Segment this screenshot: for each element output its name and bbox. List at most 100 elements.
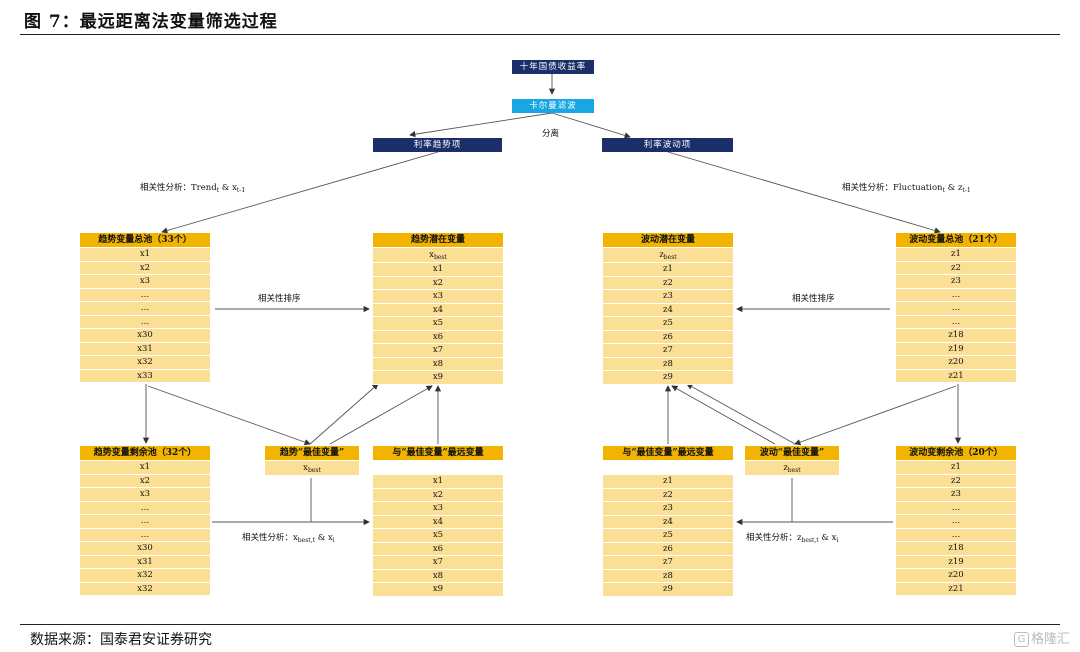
trend-best-table: 趋势“最佳变量” xbest [265,446,359,476]
table-row: z8 [603,357,733,371]
trend-remain-table: 趋势变量剩余池（32个） x1 x2 x3 … … … x30 x31 x32 … [80,446,210,596]
table-row: x2 [373,276,503,290]
table-row: x6 [373,542,503,556]
table-row: z5 [603,529,733,543]
best-variable-row: zbest [745,460,839,476]
table-row: x2 [80,474,210,488]
table-row: z18 [896,542,1016,556]
table-row: x9 [373,371,503,385]
page-title: 图 7：最远距离法变量筛选过程 [24,12,278,32]
table-row: z1 [896,247,1016,262]
fluct-term-box: 利率波动项 [602,138,733,152]
table-row: z20 [896,569,1016,583]
table-header: 与“最佳变量”最远变量 [373,446,503,460]
table-row: z2 [603,276,733,290]
trend-latent-table: 趋势潜在变量 xbest x1 x2 x3 x4 x5 x6 x7 x8 x9 [373,233,503,385]
fluct-pool-table: 波动变量总池（21个） z1 z2 z3 … … … z18 z19 z20 z… [896,233,1016,383]
table-row: … [896,515,1016,529]
table-row: x3 [80,275,210,289]
table-row: x30 [80,542,210,556]
table-row: z3 [896,488,1016,502]
table-row: x30 [80,329,210,343]
table-row: … [80,528,210,542]
table-row: x9 [373,583,503,597]
table-header: 趋势潜在变量 [373,233,503,247]
corr-fluct-label: 相关性分析：Fluctuationt & zt-1 [842,183,971,194]
corr-best-x-label: 相关性分析：xbest,t & xi [242,533,335,544]
table-row: … [80,288,210,302]
table-row: x4 [373,303,503,317]
arrow-best-to-latent [309,383,379,445]
table-row: z21 [896,582,1016,596]
fluct-latent-table: 波动潜在变量 zbest z1 z2 z3 z4 z5 z6 z7 z8 z9 [603,233,733,385]
table-row: … [896,302,1016,316]
table-row: x3 [373,290,503,304]
table-header: 趋势“最佳变量” [265,446,359,460]
table-row: z9 [603,371,733,385]
table-row: z6 [603,330,733,344]
fluct-farthest-table: 与“最佳变量”最远变量 z1 z2 z3 z4 z5 z6 z7 z8 z9 [603,446,733,597]
table-row: … [80,315,210,329]
table-row: z7 [603,344,733,358]
arrow-trend-to-pool [161,151,439,234]
table-row: x6 [373,330,503,344]
arrow-fluct-to-pool [667,151,941,234]
table-row: z18 [896,329,1016,343]
trend-pool-table: 趋势变量总池（33个） x1 x2 x3 … … … x30 x31 x32 x… [80,233,210,383]
yield-box: 十年国债收益率 [512,60,594,74]
table-row: x32 [80,582,210,596]
table-row: x1 [80,460,210,475]
arrow-filter-to-trend [409,112,553,138]
logo-icon: G [1013,632,1029,647]
table-row: x7 [373,556,503,570]
table-row: z19 [896,555,1016,569]
table-row: z6 [603,542,733,556]
table-row: z5 [603,317,733,331]
table-header: 趋势变量总池（33个） [80,233,210,247]
table-row: … [80,501,210,515]
table-row: z2 [896,261,1016,275]
arrow-best-to-latent-2 [329,385,433,445]
fluct-remain-table: 波动变剩余池（20个） z1 z2 z3 … … … z18 z19 z20 z… [896,446,1016,596]
table-row: x31 [80,555,210,569]
rank-left-label: 相关性排序 [258,294,301,304]
table-row: x2 [373,488,503,502]
fluct-best-table: 波动“最佳变量” zbest [745,446,839,476]
rank-right-label: 相关性排序 [792,294,835,304]
arrow-fpool-to-best [794,385,957,446]
table-row: x33 [80,369,210,383]
table-row: x7 [373,344,503,358]
corr-best-z-label: 相关性分析：zbest,t & xi [746,533,839,544]
split-label: 分离 [542,129,560,139]
table-header: 波动“最佳变量” [745,446,839,460]
table-row: x3 [373,502,503,516]
table-row: x1 [373,474,503,489]
table-row: z4 [603,303,733,317]
table-row: x5 [373,529,503,543]
best-variable-row: zbest [603,247,733,263]
table-header: 波动变剩余池（20个） [896,446,1016,460]
table-row: … [896,528,1016,542]
top-rule [20,34,1060,35]
table-row: z4 [603,515,733,529]
arrow-filter-to-fluct [551,112,631,139]
table-row: z3 [603,502,733,516]
table-row: z3 [603,290,733,304]
bottom-rule [20,624,1060,625]
table-row: z20 [896,356,1016,370]
table-row: z7 [603,556,733,570]
arrow-pool-to-best [147,385,311,446]
table-row: z1 [603,263,733,277]
table-row: z1 [896,460,1016,475]
table-header: 波动变量总池（21个） [896,233,1016,247]
arrow-fbest-to-latent-2 [671,385,776,445]
table-row: x1 [373,263,503,277]
table-row: x3 [80,488,210,502]
table-header: 波动潜在变量 [603,233,733,247]
table-row: x32 [80,569,210,583]
table-header: 趋势变量剩余池（32个） [80,446,210,460]
best-variable-row: xbest [373,247,503,263]
table-row: z2 [896,474,1016,488]
table-row: … [896,288,1016,302]
